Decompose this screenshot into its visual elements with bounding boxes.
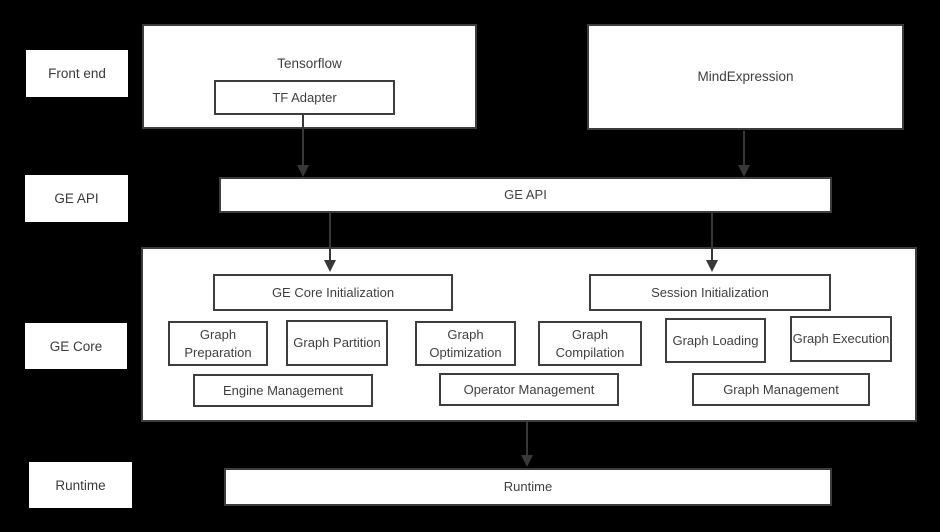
arrow-ge-core-to-runtime-head (521, 455, 533, 467)
row-label-runtime: Runtime (29, 462, 132, 508)
graph-management-box: Graph Management (692, 373, 870, 406)
operator-management-box: Operator Management (439, 373, 619, 406)
mindexpression-box: MindExpression (587, 24, 904, 130)
arrow-mindexpression-to-ge-api-head (738, 165, 750, 177)
arrow-ge-api-to-session-init-shaft (711, 212, 713, 261)
engine-management-box: Engine Management (193, 374, 373, 407)
stage-box-graph-execution: Graph Execution (790, 316, 892, 362)
ge-core-initialization-box: GE Core Initialization (213, 274, 453, 311)
tensorflow-box: Tensorflow TF Adapter (142, 24, 477, 129)
stage-box-graph-optimization: Graph Optimization (415, 321, 516, 366)
arrow-ge-api-to-core-init-head (324, 260, 336, 272)
session-initialization-box: Session Initialization (589, 274, 831, 311)
row-label-front-end: Front end (26, 50, 128, 97)
stage-box-graph-loading: Graph Loading (665, 318, 766, 363)
row-label-ge-api: GE API (25, 175, 128, 222)
arrow-mindexpression-to-ge-api-shaft (743, 131, 745, 166)
tensorflow-label: Tensorflow (277, 56, 342, 71)
ge-api-bar: GE API (219, 177, 832, 213)
arrow-ge-api-to-session-init-head (706, 260, 718, 272)
arrow-ge-core-to-runtime-shaft (526, 422, 528, 456)
stage-box-graph-preparation: Graph Preparation (168, 321, 268, 366)
tf-adapter-box: TF Adapter (214, 80, 395, 115)
stage-box-graph-compilation: Graph Compilation (538, 321, 642, 366)
runtime-bar: Runtime (224, 468, 832, 506)
arrow-tf-adapter-to-ge-api-head (297, 165, 309, 177)
arrow-tf-adapter-to-ge-api-shaft (302, 114, 304, 166)
row-label-ge-core: GE Core (25, 323, 127, 369)
stage-box-graph-partition: Graph Partition (286, 320, 388, 366)
arrow-ge-api-to-core-init-shaft (329, 212, 331, 261)
